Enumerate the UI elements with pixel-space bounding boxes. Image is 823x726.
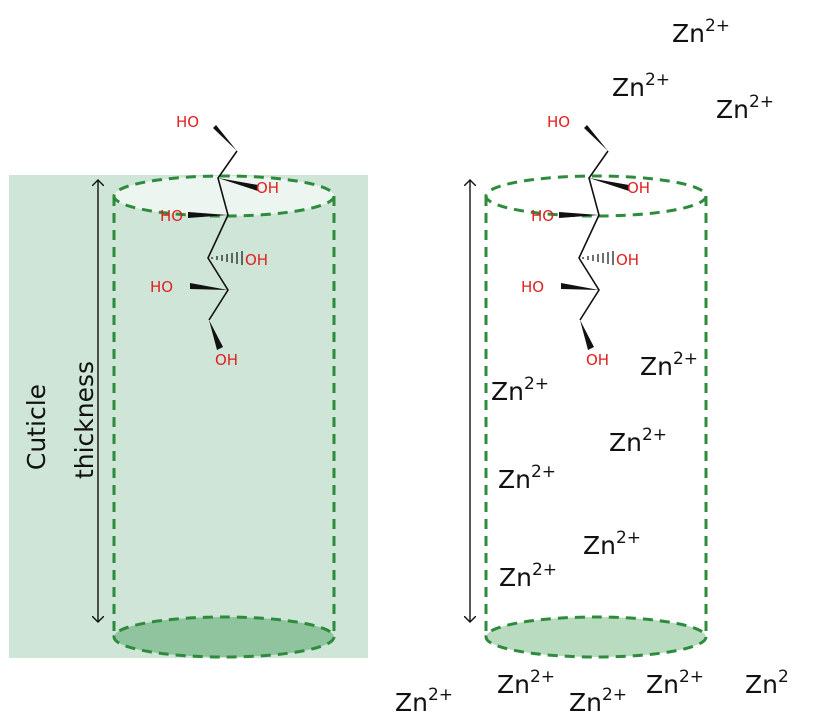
mol-label-oh-1: OH <box>627 179 650 197</box>
zinc-ion: Zn2+ <box>395 685 453 717</box>
sorbitol-molecule-right: HO OH HO OH HO OH <box>521 113 650 369</box>
mol-label-ho-2: HO <box>160 207 183 225</box>
zinc-ion-truncated: Zn2 <box>745 667 789 699</box>
mol-label-ho-top: HO <box>176 113 199 131</box>
zinc-ion: Zn2+ <box>491 374 549 406</box>
mol-label-oh-3: OH <box>245 251 268 269</box>
mol-label-ho-top: HO <box>547 113 570 131</box>
zinc-ion: Zn2+ <box>716 92 774 124</box>
cylinder-top-left <box>112 174 336 218</box>
mol-label-oh-1: OH <box>256 179 279 197</box>
zinc-ion: Zn2+ <box>497 667 555 699</box>
mol-label-oh-3: OH <box>616 251 639 269</box>
cylinder-base-left <box>112 615 336 659</box>
mol-label-ho-2: HO <box>531 207 554 225</box>
zinc-ion: Zn2+ <box>583 528 641 560</box>
zinc-ion: Zn2+ <box>498 462 556 494</box>
zinc-ion: Zn2+ <box>640 349 698 381</box>
zinc-ion: Zn2+ <box>499 560 557 592</box>
sorbitol-molecule-left: HO OH HO OH HO OH <box>150 113 279 369</box>
zinc-ion: Zn2+ <box>646 667 704 699</box>
mol-label-oh-bottom: OH <box>586 351 609 369</box>
cuticle-panel-left <box>9 175 368 658</box>
mol-label-oh-bottom: OH <box>215 351 238 369</box>
cylinder-base-right <box>484 615 708 659</box>
zinc-ion: Zn2+ <box>612 70 670 102</box>
axis-label-thickness: thickness <box>70 361 99 479</box>
zinc-ions: Zn2+ Zn2+ Zn2+ Zn2+ Zn2+ Zn2+ Zn2+ Zn2+ … <box>395 16 789 717</box>
zinc-ion: Zn2+ <box>609 425 667 457</box>
zinc-ion: Zn2+ <box>569 685 627 717</box>
mol-label-ho-4: HO <box>150 278 173 296</box>
cylinder-top-right <box>484 174 708 218</box>
mol-label-ho-4: HO <box>521 278 544 296</box>
zinc-ion: Zn2+ <box>672 16 730 48</box>
axis-label-cuticle: Cuticle <box>22 384 51 470</box>
